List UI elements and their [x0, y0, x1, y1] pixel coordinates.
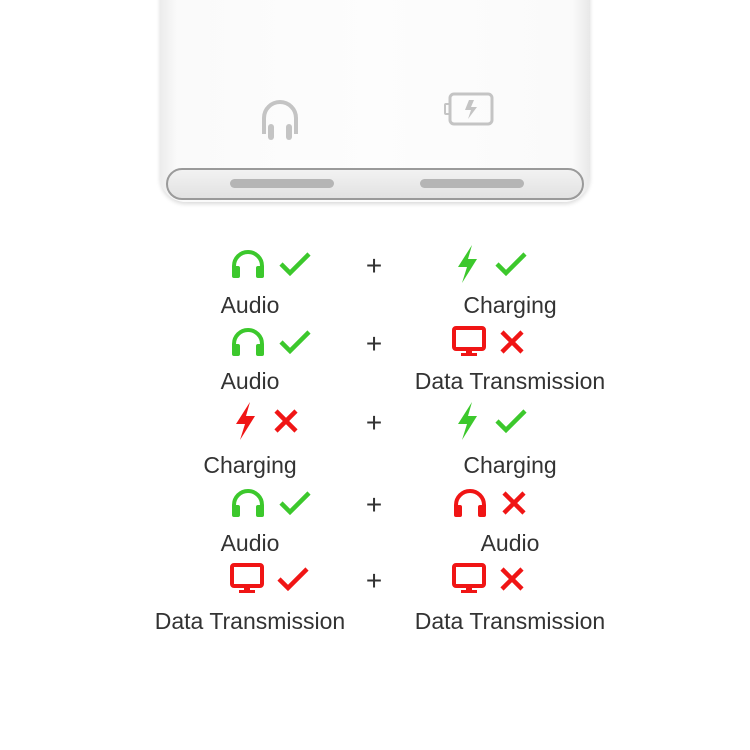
monitor-icon — [452, 562, 486, 600]
cross-icon — [500, 489, 528, 522]
bolt-icon — [452, 401, 482, 446]
port-face — [166, 168, 584, 200]
left-label: Audio — [220, 368, 280, 394]
bolt-icon — [230, 401, 260, 446]
right-label: Charging — [463, 452, 557, 478]
left-port-status — [230, 561, 310, 601]
right-port-status — [452, 485, 528, 525]
audio-port — [230, 179, 334, 188]
cross-icon — [498, 565, 526, 598]
checkmark-icon — [494, 250, 528, 283]
adapter-image — [160, 0, 590, 202]
monitor-icon — [452, 325, 486, 363]
compatibility-row: + — [0, 324, 750, 364]
compatibility-labels: Charging Charging — [0, 452, 750, 478]
headphones-icon — [230, 327, 266, 362]
cross-icon — [272, 407, 300, 440]
plus-sign: + — [365, 250, 383, 281]
headphones-icon — [230, 249, 266, 284]
left-port-status — [230, 401, 300, 446]
left-label: Charging — [203, 452, 297, 478]
right-port-status — [452, 324, 526, 364]
right-label: Audio — [480, 530, 540, 556]
left-port-status — [230, 246, 312, 286]
plus-sign: + — [365, 565, 383, 596]
plus-sign: + — [365, 489, 383, 520]
left-port-status — [230, 324, 312, 364]
compatibility-row: + — [0, 244, 750, 289]
right-label: Data Transmission — [414, 368, 606, 394]
monitor-icon — [230, 562, 264, 600]
compatibility-labels: Audio Data Transmission — [0, 368, 750, 394]
battery-charging-icon — [444, 92, 496, 131]
checkmark-icon — [278, 328, 312, 361]
plus-sign: + — [365, 407, 383, 438]
left-label: Audio — [220, 292, 280, 318]
checkmark-icon — [278, 250, 312, 283]
headphones-icon — [260, 98, 300, 147]
left-label: Data Transmission — [154, 608, 346, 634]
compatibility-labels: Audio Audio — [0, 530, 750, 556]
compatibility-row: + — [0, 561, 750, 601]
charging-port — [420, 179, 524, 188]
left-port-status — [230, 485, 312, 525]
checkmark-icon — [494, 407, 528, 440]
right-port-status — [452, 561, 526, 601]
compatibility-row: + — [0, 485, 750, 525]
headphones-icon — [230, 488, 266, 523]
right-port-status — [452, 244, 528, 289]
compatibility-labels: Audio Charging — [0, 292, 750, 318]
headphones-icon — [452, 488, 488, 523]
compatibility-row: + — [0, 401, 750, 446]
compatibility-labels: Data Transmission Data Transmission — [0, 608, 750, 634]
right-label: Charging — [463, 292, 557, 318]
left-label: Audio — [220, 530, 280, 556]
right-label: Data Transmission — [414, 608, 606, 634]
right-port-status — [452, 401, 528, 446]
checkmark-icon — [278, 489, 312, 522]
bolt-icon — [452, 244, 482, 289]
checkmark-icon — [276, 565, 310, 598]
plus-sign: + — [365, 328, 383, 359]
cross-icon — [498, 328, 526, 361]
